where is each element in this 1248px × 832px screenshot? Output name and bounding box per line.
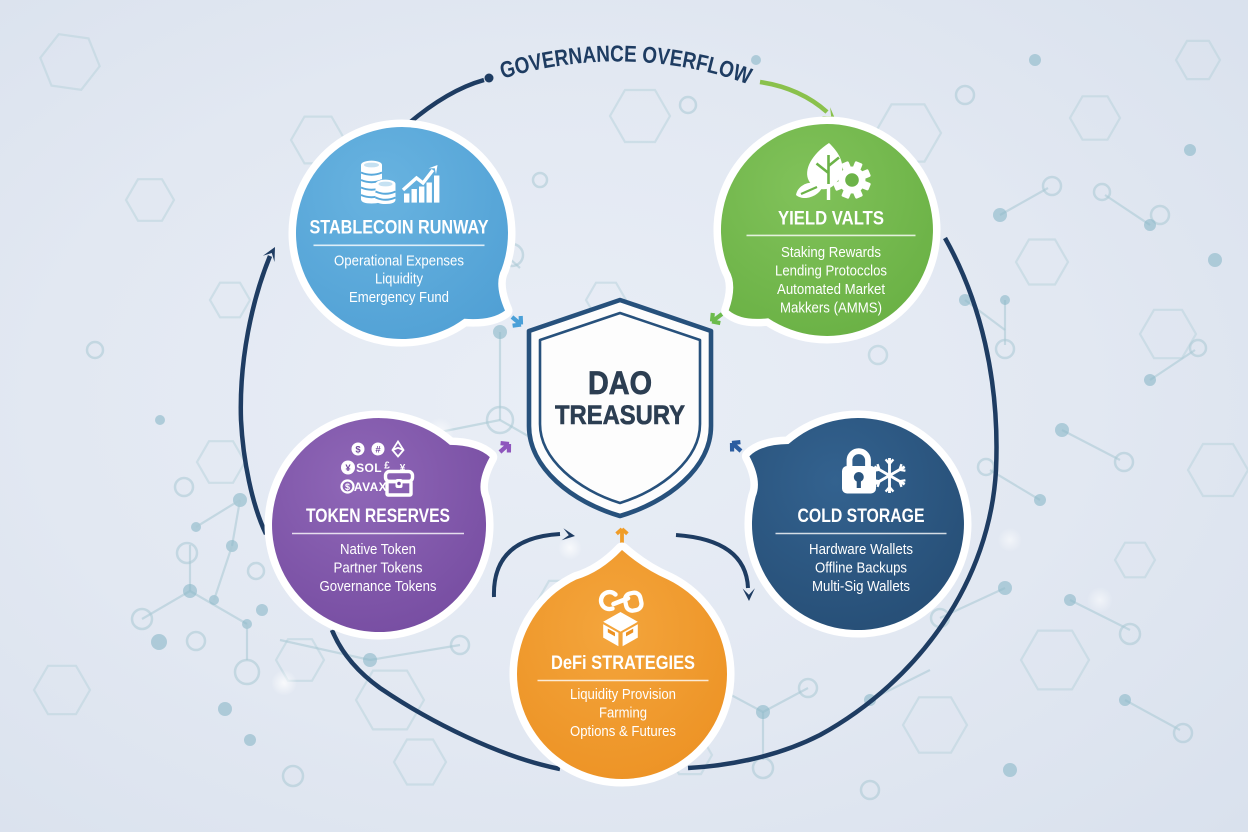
svg-text:YIELD VALTS: YIELD VALTS (778, 209, 884, 230)
svg-text:TREASURY: TREASURY (555, 400, 685, 430)
svg-text:Native Token: Native Token (340, 541, 416, 558)
svg-text:¥: ¥ (345, 463, 351, 474)
svg-text:Makkers (AMMS): Makkers (AMMS) (780, 299, 882, 316)
svg-text:COLD STORAGE: COLD STORAGE (798, 506, 925, 527)
svg-text:Governance Tokens: Governance Tokens (320, 578, 437, 595)
svg-text:Multi-Sig Wallets: Multi-Sig Wallets (812, 578, 910, 595)
svg-text:Partner Tokens: Partner Tokens (334, 560, 423, 577)
svg-text:Automated Market: Automated Market (777, 281, 886, 298)
svg-text:TOKEN RESERVES: TOKEN RESERVES (306, 506, 450, 527)
svg-text:$: $ (345, 482, 350, 492)
svg-text:$: $ (355, 444, 361, 455)
svg-text:¥: ¥ (400, 463, 406, 474)
svg-text:AVAX: AVAX (354, 480, 387, 494)
svg-text:£: £ (384, 461, 390, 472)
svg-text:SOL: SOL (356, 461, 382, 475)
svg-text:Liquidity Provision: Liquidity Provision (570, 686, 676, 703)
svg-text:Lending Protocclos: Lending Protocclos (775, 262, 887, 279)
svg-text:Offline Backups: Offline Backups (815, 560, 907, 577)
svg-text:Hardware Wallets: Hardware Wallets (809, 541, 913, 558)
svg-text:DeFi STRATEGIES: DeFi STRATEGIES (551, 653, 695, 674)
svg-text:STABLECOIN RUNWAY: STABLECOIN RUNWAY (310, 218, 489, 239)
svg-text:Emergency Fund: Emergency Fund (349, 289, 449, 306)
svg-text:Liquidity: Liquidity (375, 271, 423, 288)
svg-text:Staking Rewards: Staking Rewards (781, 244, 881, 261)
svg-text:Farming: Farming (599, 705, 647, 722)
svg-text:#: # (375, 444, 381, 455)
svg-text:Options & Futures: Options & Futures (570, 723, 676, 740)
svg-text:Operational Expenses: Operational Expenses (334, 253, 464, 270)
svg-text:DAO: DAO (588, 365, 652, 401)
